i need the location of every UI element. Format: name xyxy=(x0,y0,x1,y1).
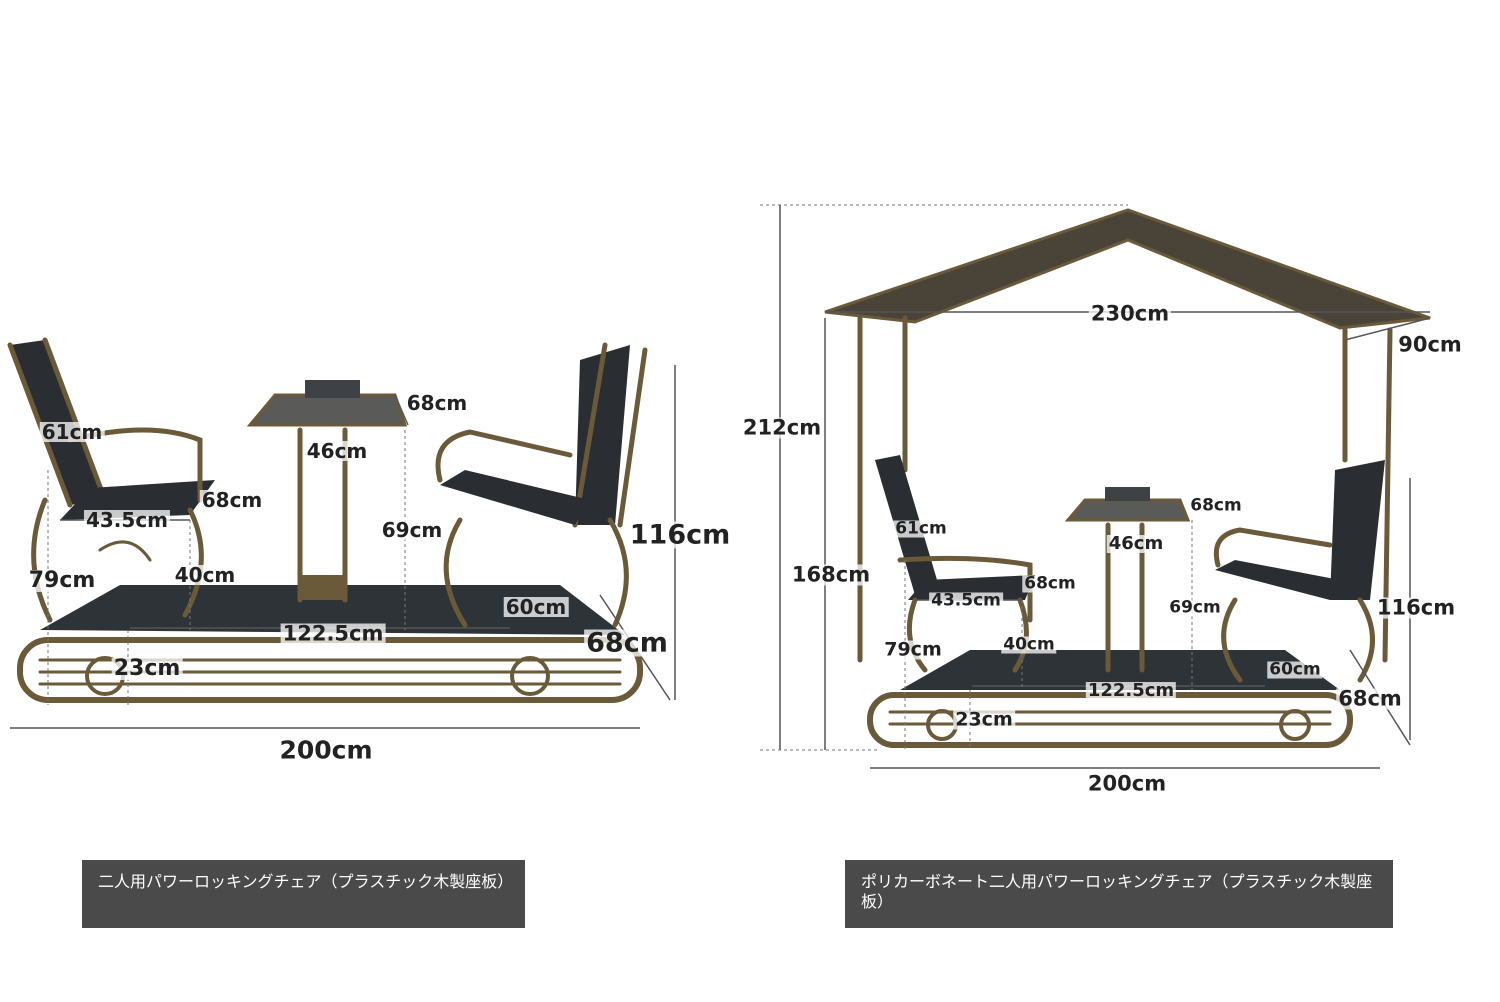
dim-total-depth: 68cm xyxy=(584,627,670,659)
dim-seat-height: 79cm xyxy=(882,638,944,661)
dim-table-width: 68cm xyxy=(404,391,470,415)
center-table xyxy=(246,380,408,603)
dim-roof-width: 230cm xyxy=(1088,301,1172,326)
dim-arm-height: 40cm xyxy=(1001,634,1057,655)
dim-seat-width: 43.5cm xyxy=(929,590,1003,611)
dim-chair-height: 116cm xyxy=(1374,595,1458,620)
dim-base-height: 23cm xyxy=(111,656,183,681)
dimline-table-68 xyxy=(394,394,409,426)
canopy-roof xyxy=(824,208,1431,330)
product-panel-left: 61cm 43.5cm 68cm 79cm 40cm 23cm 68cm 46c… xyxy=(0,0,740,1002)
dim-seat-depth: 68cm xyxy=(1022,573,1078,594)
dim-total-height: 212cm xyxy=(740,415,824,440)
dimline-90 xyxy=(1344,317,1431,341)
dim-deck-length: 122.5cm xyxy=(1085,680,1177,701)
dim-total-width: 200cm xyxy=(1085,771,1169,796)
dim-back-height: 61cm xyxy=(39,420,105,444)
rocking-chair-illustration xyxy=(7,337,676,729)
dim-table-height: 69cm xyxy=(379,518,445,542)
dim-back-height: 61cm xyxy=(893,518,949,539)
right-chair xyxy=(1213,460,1385,683)
dim-total-width: 200cm xyxy=(277,735,375,765)
dim-table-depth: 46cm xyxy=(304,439,370,463)
dim-total-depth: 68cm xyxy=(1336,686,1404,711)
wheel-right xyxy=(510,656,550,696)
deck-platform xyxy=(40,585,625,635)
right-chair xyxy=(435,342,648,628)
center-table xyxy=(1064,487,1191,673)
dim-seat-height: 79cm xyxy=(26,568,98,593)
dim-roof-depth: 90cm xyxy=(1396,332,1464,357)
dim-seat-width: 43.5cm xyxy=(83,508,171,532)
dim-base-height: 23cm xyxy=(953,708,1015,731)
dim-table-height: 69cm xyxy=(1167,597,1223,618)
product-caption: 二人用パワーロッキングチェア（プラスチック木製座板） xyxy=(82,860,525,928)
left-chair xyxy=(7,337,215,623)
tea-set xyxy=(305,380,360,398)
wheel-right xyxy=(1279,709,1311,741)
dim-rocker-length: 60cm xyxy=(1267,659,1323,680)
dim-seat-depth: 68cm xyxy=(199,488,265,512)
product-caption: ポリカーボネート二人用パワーロッキングチェア（プラスチック木製座板） xyxy=(845,860,1393,928)
dim-rocker-length: 60cm xyxy=(503,595,569,619)
product-panel-right: 230cm 90cm 212cm 168cm 61cm 68cm 46cm 43… xyxy=(740,0,1500,1002)
dim-deck-length: 122.5cm xyxy=(280,621,386,646)
dim-table-width: 68cm xyxy=(1188,495,1244,516)
dim-table-depth: 46cm xyxy=(1106,533,1166,554)
dim-arm-height: 40cm xyxy=(172,563,238,587)
dim-post-height: 168cm xyxy=(789,562,873,587)
dim-total-height: 116cm xyxy=(627,519,733,551)
